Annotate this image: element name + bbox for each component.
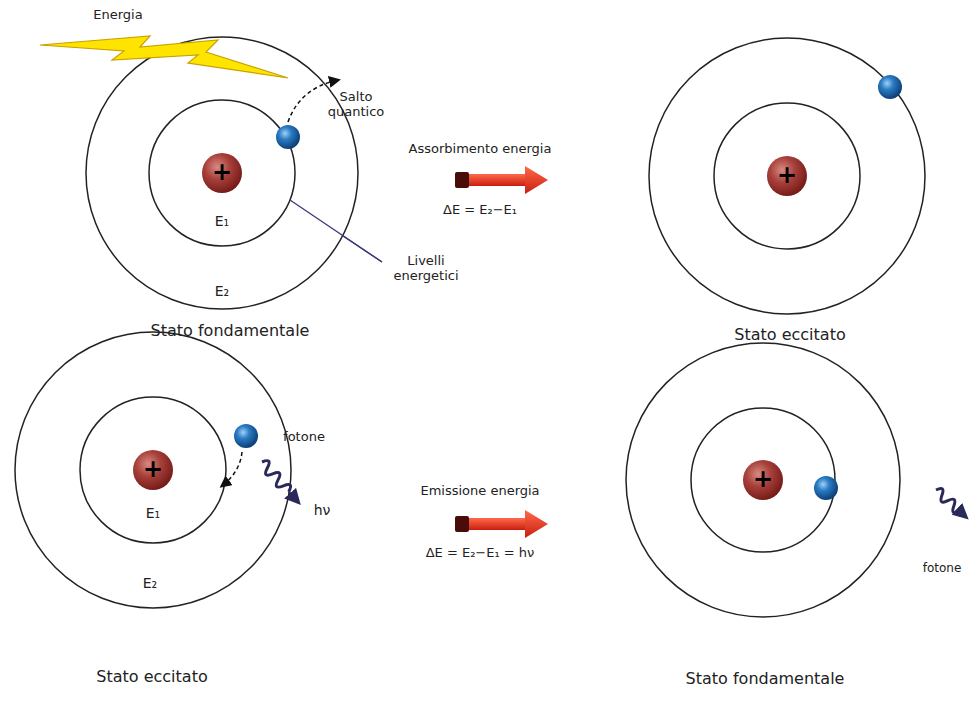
state-label: Stato fondamentale (686, 670, 845, 688)
formula-label: ΔE = E₂−E₁ = hν (426, 546, 535, 561)
level-label: E₂ (215, 283, 229, 299)
orbits (15, 37, 925, 617)
photon-label: fotone (283, 430, 325, 445)
process-label: Emissione energia (420, 484, 539, 499)
state-label: Stato eccitato (96, 668, 207, 686)
levels-label: Livelli energetici (386, 254, 466, 284)
state-label: Stato fondamentale (151, 322, 310, 340)
process-label: Assorbimento energia (409, 142, 552, 157)
charge-sign: + (777, 163, 797, 187)
charge-sign: + (212, 160, 232, 184)
photon-energy-label: hν (314, 502, 331, 518)
nucleus: + (202, 153, 242, 193)
energy-bolt (40, 36, 288, 78)
charge-sign: + (753, 467, 773, 491)
state-label: Stato eccitato (734, 326, 845, 344)
level-label: E₂ (143, 575, 157, 591)
process-arrows (455, 166, 548, 538)
leader-lines (290, 200, 382, 262)
formula-label: ΔE = E₂−E₁ (443, 203, 517, 218)
electrons (234, 75, 902, 500)
photon-wave (258, 458, 302, 505)
photon-label: fotone (923, 562, 962, 576)
jump-label: Salto quantico (323, 90, 389, 120)
level-label: E₁ (146, 505, 160, 521)
photon-wave (933, 486, 969, 520)
nucleus: + (743, 460, 783, 500)
decay-arrow (222, 452, 242, 486)
level-label: E₁ (215, 213, 229, 229)
charge-sign: + (143, 457, 163, 481)
nucleus: + (767, 156, 807, 196)
energy-label: Energia (93, 8, 142, 23)
nucleus: + (133, 450, 173, 490)
